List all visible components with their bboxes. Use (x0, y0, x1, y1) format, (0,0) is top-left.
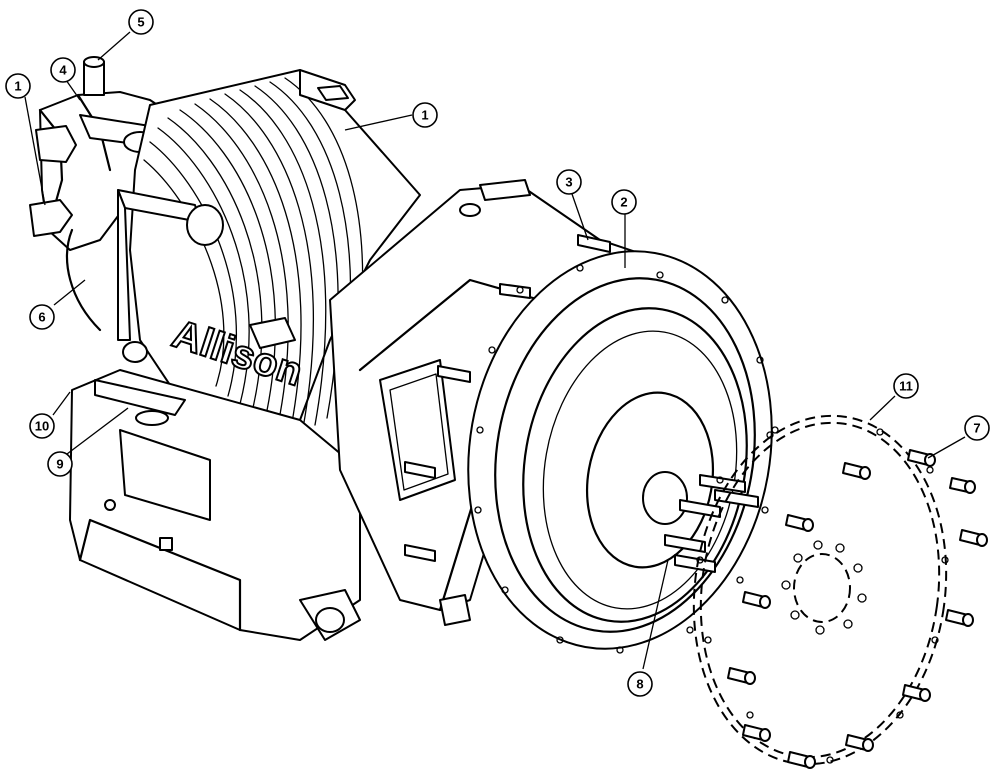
callout-number: 4 (59, 63, 67, 78)
callout-number: 1 (421, 108, 428, 123)
callout-5: 5 (128, 9, 154, 35)
callout-number: 8 (636, 677, 643, 692)
ribbed-main-housing (129, 69, 421, 441)
callout-3: 3 (556, 169, 582, 195)
callout-number: 10 (35, 419, 49, 434)
cooler-tube (117, 189, 224, 363)
callout-2: 2 (611, 189, 637, 215)
callout-9: 9 (47, 451, 73, 477)
callout-number: 3 (565, 175, 572, 190)
callout-number: 5 (137, 15, 144, 30)
callout-number: 1 (14, 79, 21, 94)
callout-number: 11 (899, 379, 913, 394)
callout-4: 4 (50, 57, 76, 83)
callout-left-1: 1 (5, 73, 31, 99)
callout-number: 2 (620, 195, 627, 210)
callout-11: 11 (893, 373, 919, 399)
leader-lines (24, 31, 966, 670)
oil-pan-and-valve-body (69, 369, 361, 641)
callout-number: 9 (56, 457, 63, 472)
callout-right-1: 1 (412, 102, 438, 128)
callout-number: 7 (973, 421, 980, 436)
callout-number: 6 (38, 310, 45, 325)
callout-6: 6 (29, 304, 55, 330)
callout-7: 7 (964, 415, 990, 441)
callout-8: 8 (627, 671, 653, 697)
callout-10: 10 (29, 413, 55, 439)
flexplate-bolts (727, 449, 988, 769)
